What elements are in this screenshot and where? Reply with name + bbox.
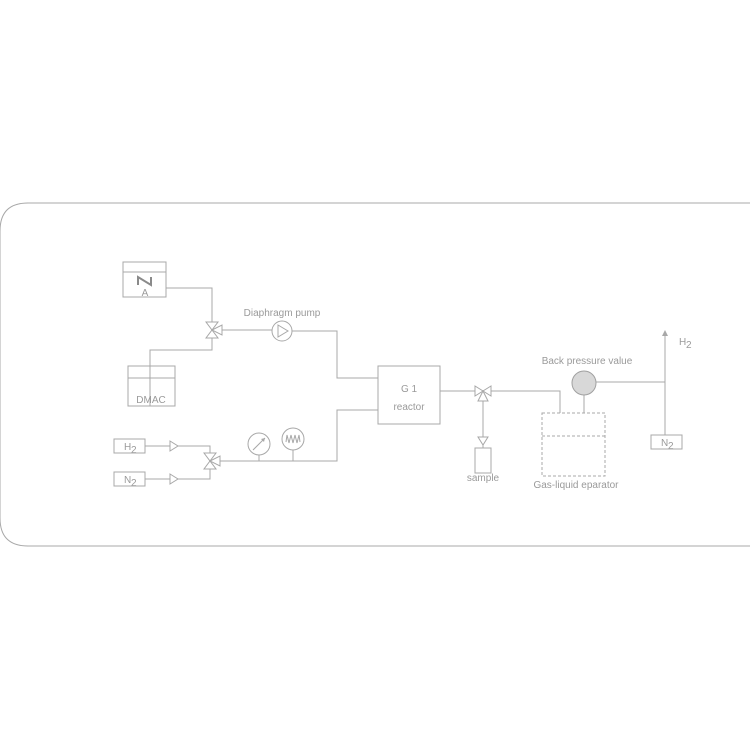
tank-a: A bbox=[122, 261, 167, 299]
n2-purge-label: N bbox=[661, 438, 668, 449]
tank-dmac-label: DMAC bbox=[136, 395, 165, 406]
back-pressure-valve-icon bbox=[571, 370, 597, 396]
sample-vessel bbox=[474, 447, 492, 474]
pressure-gauge-icon bbox=[247, 432, 271, 461]
reactor-label-2: reactor bbox=[393, 402, 425, 413]
n2-subscript: 2 bbox=[131, 478, 137, 489]
back-pressure-label: Back pressure value bbox=[542, 356, 633, 367]
check-valve-icon bbox=[477, 436, 489, 446]
three-way-valve-2 bbox=[203, 452, 221, 470]
diaphragm-pump-icon bbox=[271, 320, 293, 342]
sample-label: sample bbox=[467, 473, 500, 484]
tank-dmac: DMAC bbox=[127, 365, 176, 407]
h2-out-subscript: 2 bbox=[686, 340, 692, 351]
n2-source: N 2 bbox=[113, 471, 146, 489]
check-valve-icon bbox=[169, 440, 179, 452]
n-glyph-icon bbox=[137, 275, 152, 287]
tank-a-label: A bbox=[142, 288, 149, 299]
n2-source-label: N bbox=[124, 475, 131, 486]
h2-source-label: H bbox=[124, 442, 131, 453]
h2-subscript: 2 bbox=[131, 445, 137, 456]
h2-out-label: H bbox=[679, 337, 686, 348]
three-way-valve-1 bbox=[205, 321, 223, 339]
separator-label: Gas-liquid eparator bbox=[533, 480, 619, 491]
diagram-frame bbox=[0, 202, 750, 547]
three-way-valve-3 bbox=[474, 385, 492, 402]
h2-source: H 2 bbox=[113, 438, 146, 456]
n2-purge-subscript: 2 bbox=[668, 441, 674, 452]
reactor-label-1: G 1 bbox=[401, 384, 418, 395]
gas-liquid-separator: Gas-liquid eparator bbox=[533, 412, 619, 491]
g1-reactor: G 1 reactor bbox=[377, 365, 441, 425]
heater-icon bbox=[281, 427, 305, 461]
n2-purge: N 2 bbox=[650, 434, 683, 452]
check-valve-icon bbox=[169, 473, 179, 485]
diaphragm-pump-label: Diaphragm pump bbox=[244, 308, 321, 319]
arrow-up-icon bbox=[662, 330, 668, 336]
